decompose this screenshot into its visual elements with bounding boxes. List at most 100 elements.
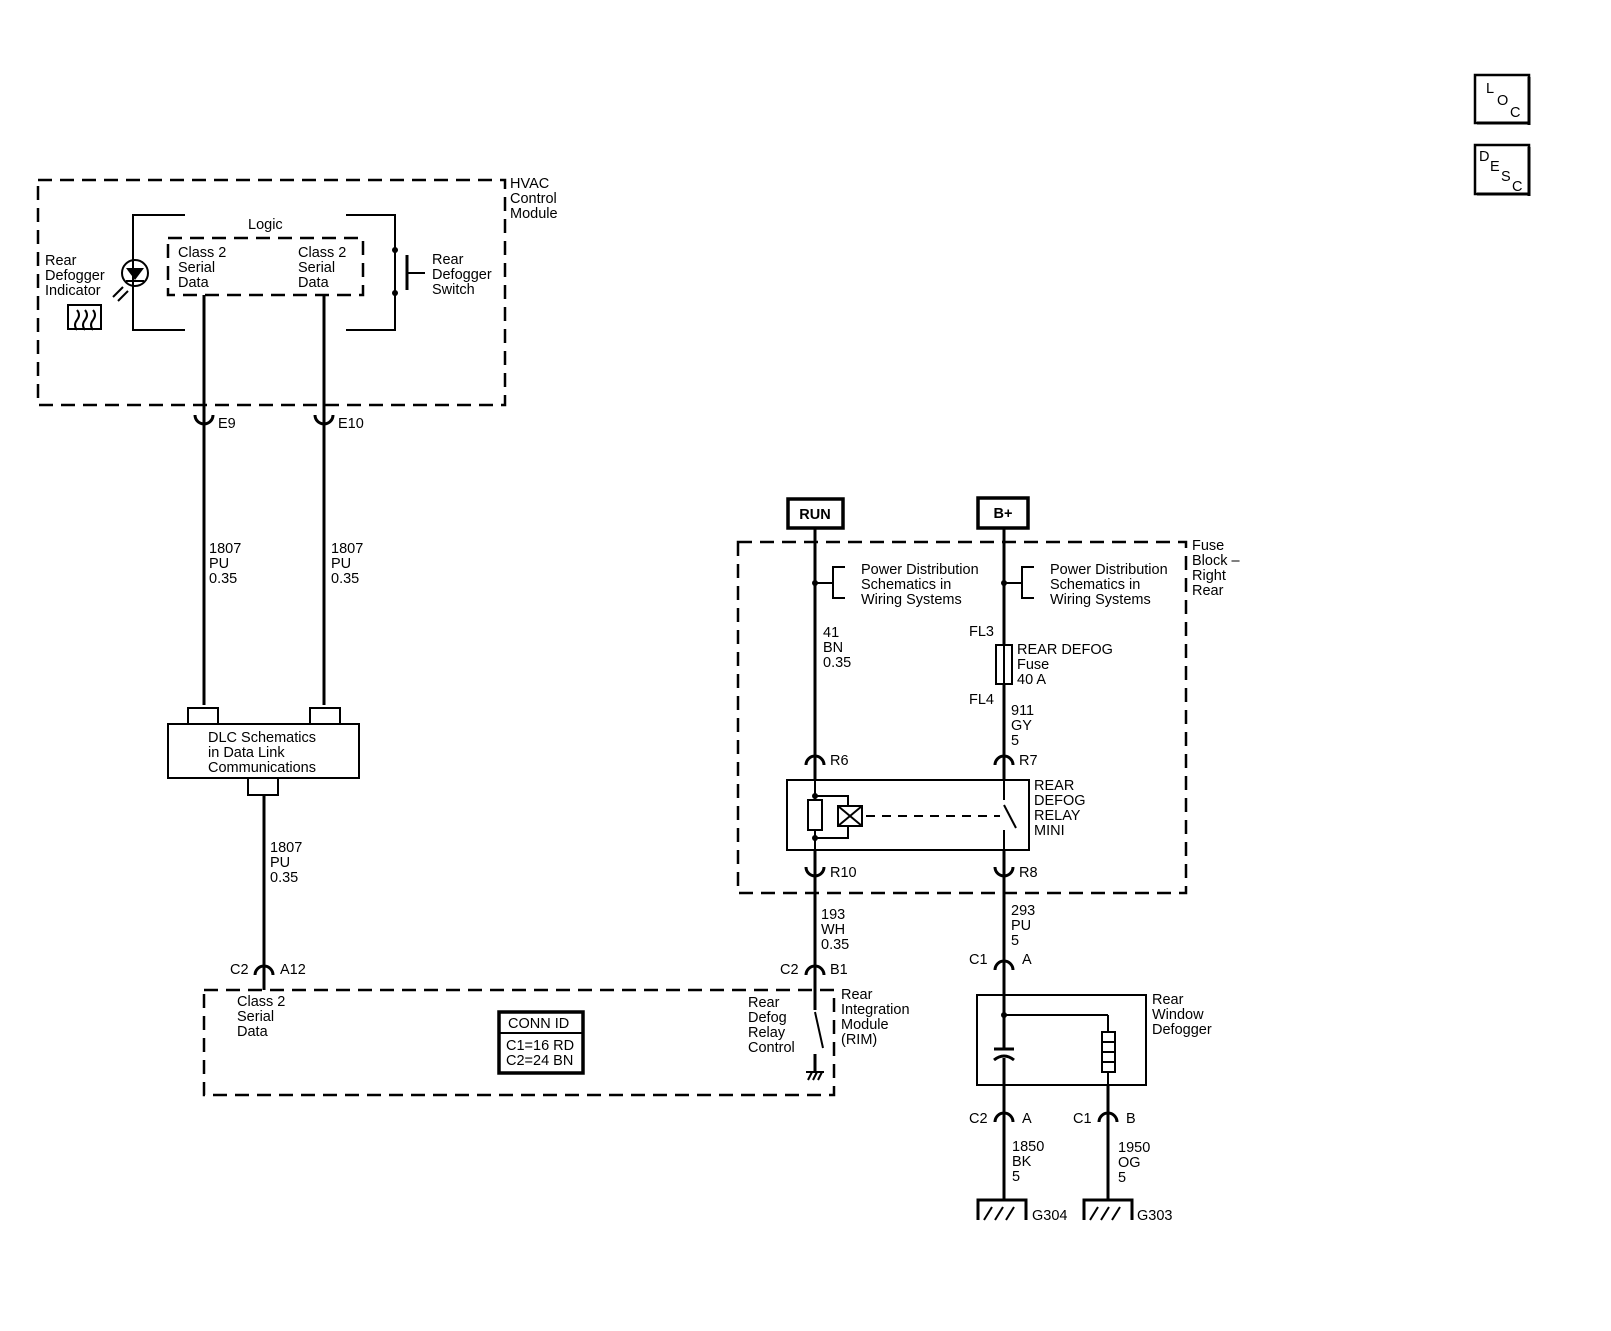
fuse-wire-1: 911 <box>1011 703 1034 719</box>
serial-right-1: Class 2 <box>298 245 346 261</box>
run-wire-3: 0.35 <box>823 655 851 671</box>
fuse-block-label-3: Right <box>1192 568 1226 584</box>
rear-window-defogger: Rear Window Defogger <box>976 992 1212 1086</box>
connector-r8: R8 <box>1019 865 1038 881</box>
logic-box <box>166 236 365 297</box>
connector-a-bottom: A <box>1022 1111 1032 1127</box>
rim-wire-1: 193 <box>821 907 845 923</box>
connector-b1: B1 <box>830 962 848 978</box>
connector-r6: R6 <box>830 753 849 769</box>
loc-button[interactable]: L O C <box>1473 73 1531 125</box>
connector-a-top: A <box>1022 952 1032 968</box>
power-ref-right-3: Wiring Systems <box>1050 592 1151 608</box>
defogger-wire-3: 5 <box>1011 933 1019 949</box>
rim-serial-1: Class 2 <box>237 994 285 1010</box>
relay-label-1: REAR <box>1034 778 1074 794</box>
wire-relay-to-defogger: 293 PU 5 C1 A <box>969 850 1035 995</box>
desc-letter-3: S <box>1501 169 1511 185</box>
fuse-wire-2: GY <box>1011 718 1032 734</box>
indicator-led-icon <box>112 259 149 302</box>
e10-wire-1: 1807 <box>331 541 363 557</box>
ground-b-wire-1: 1950 <box>1118 1140 1150 1156</box>
defogger-capacitor-icon <box>993 1047 1015 1062</box>
hvac-module-outline <box>36 178 507 407</box>
loc-letter-3: C <box>1510 105 1520 121</box>
relay-label-4: MINI <box>1034 823 1065 839</box>
hvac-label-3: Module <box>510 206 558 222</box>
wire-dlc-to-rim: 1807 PU 0.35 C2 A12 <box>230 795 306 990</box>
connector-e10: E10 <box>338 416 364 432</box>
connector-c2-mid: C2 <box>780 962 799 978</box>
rim-serial-3: Data <box>237 1024 269 1040</box>
ground-a-wire-3: 5 <box>1012 1169 1020 1185</box>
wire-e9: E9 1807 PU 0.35 <box>193 295 241 705</box>
rear-defogger-switch-icon <box>392 247 425 296</box>
rim-wire-3: 0.35 <box>821 937 849 953</box>
rear-integration-module: Class 2 Serial Data CONN ID C1=16 RD C2=… <box>202 987 910 1097</box>
connector-c1-bottom: C1 <box>1073 1111 1092 1127</box>
indicator-label-2: Defogger <box>45 268 105 284</box>
e9-wire-2: PU <box>209 556 229 572</box>
conn-id-line-2: C2=24 BN <box>506 1053 573 1069</box>
dlc-wire-2: PU <box>270 855 290 871</box>
serial-left-3: Data <box>178 275 210 291</box>
serial-left-1: Class 2 <box>178 245 226 261</box>
power-ref-right-1: Power Distribution <box>1050 562 1168 578</box>
dlc-label-2: in Data Link <box>208 745 285 761</box>
rim-serial-2: Serial <box>237 1009 274 1025</box>
rim-label-3: Module <box>841 1017 889 1033</box>
ground-a-wire-2: BK <box>1012 1154 1032 1170</box>
defogger-label-2: Window <box>1152 1007 1204 1023</box>
serial-right-3: Data <box>298 275 330 291</box>
run-wire-2: BN <box>823 640 843 656</box>
serial-right-2: Serial <box>298 260 335 276</box>
loc-letter-2: O <box>1497 93 1508 109</box>
power-ref-left-1: Power Distribution <box>861 562 979 578</box>
connector-r10: R10 <box>830 865 857 881</box>
ground-g303-label: G303 <box>1137 1208 1172 1224</box>
run-label: RUN <box>799 507 830 523</box>
switch-label-1: Rear <box>432 252 464 268</box>
ground-g304-icon <box>976 1198 1028 1221</box>
rim-label-2: Integration <box>841 1002 910 1018</box>
run-source: RUN <box>786 497 845 530</box>
wire-relay-to-rim: 193 WH 0.35 C2 B1 <box>780 850 849 990</box>
relay-label-3: RELAY <box>1034 808 1081 824</box>
ground-g304-label: G304 <box>1032 1208 1067 1224</box>
desc-letter-4: C <box>1512 179 1522 195</box>
fuse-wire-3: 5 <box>1011 733 1019 749</box>
dlc-wire-1: 1807 <box>270 840 302 856</box>
desc-letter-2: E <box>1490 159 1500 175</box>
rim-label-4: (RIM) <box>841 1032 877 1048</box>
fuse-label-2: Fuse <box>1017 657 1049 673</box>
relay-coil-icon <box>837 805 863 827</box>
rim-control-2: Defog <box>748 1010 787 1026</box>
connector-c2-left: C2 <box>230 962 249 978</box>
desc-letter-1: D <box>1479 149 1489 165</box>
indicator-label-3: Indicator <box>45 283 101 299</box>
logic-label: Logic <box>248 217 283 233</box>
rear-defog-fuse-icon <box>995 644 1013 685</box>
e9-wire-3: 0.35 <box>209 571 237 587</box>
rim-label-1: Rear <box>841 987 873 1003</box>
connector-a12: A12 <box>280 962 306 978</box>
rim-control-4: Control <box>748 1040 795 1056</box>
ground-b-wire-2: OG <box>1118 1155 1141 1171</box>
ground-b-wire-3: 5 <box>1118 1170 1126 1186</box>
switch-label-2: Defogger <box>432 267 492 283</box>
power-ref-left-2: Schematics in <box>861 577 951 593</box>
wire-ground-g304: C2 A 1850 BK 5 G304 <box>969 1085 1067 1224</box>
desc-button[interactable]: D E S C <box>1473 143 1531 196</box>
fuse-block-label-4: Rear <box>1192 583 1224 599</box>
fuse-block-label-2: Block – <box>1192 553 1240 569</box>
rear-defog-relay <box>786 779 1030 851</box>
fuse-block-right-rear: Fuse Block – Right Rear Power Distributi… <box>736 528 1240 895</box>
dlc-box: DLC Schematics in Data Link Communicatio… <box>167 707 360 796</box>
fl4-label: FL4 <box>969 692 994 708</box>
dlc-label-3: Communications <box>208 760 316 776</box>
run-wire-1: 41 <box>823 625 839 641</box>
power-ref-left-3: Wiring Systems <box>861 592 962 608</box>
wire-e10: E10 1807 PU 0.35 <box>313 295 364 705</box>
defogger-label-3: Defogger <box>1152 1022 1212 1038</box>
e10-wire-2: PU <box>331 556 351 572</box>
